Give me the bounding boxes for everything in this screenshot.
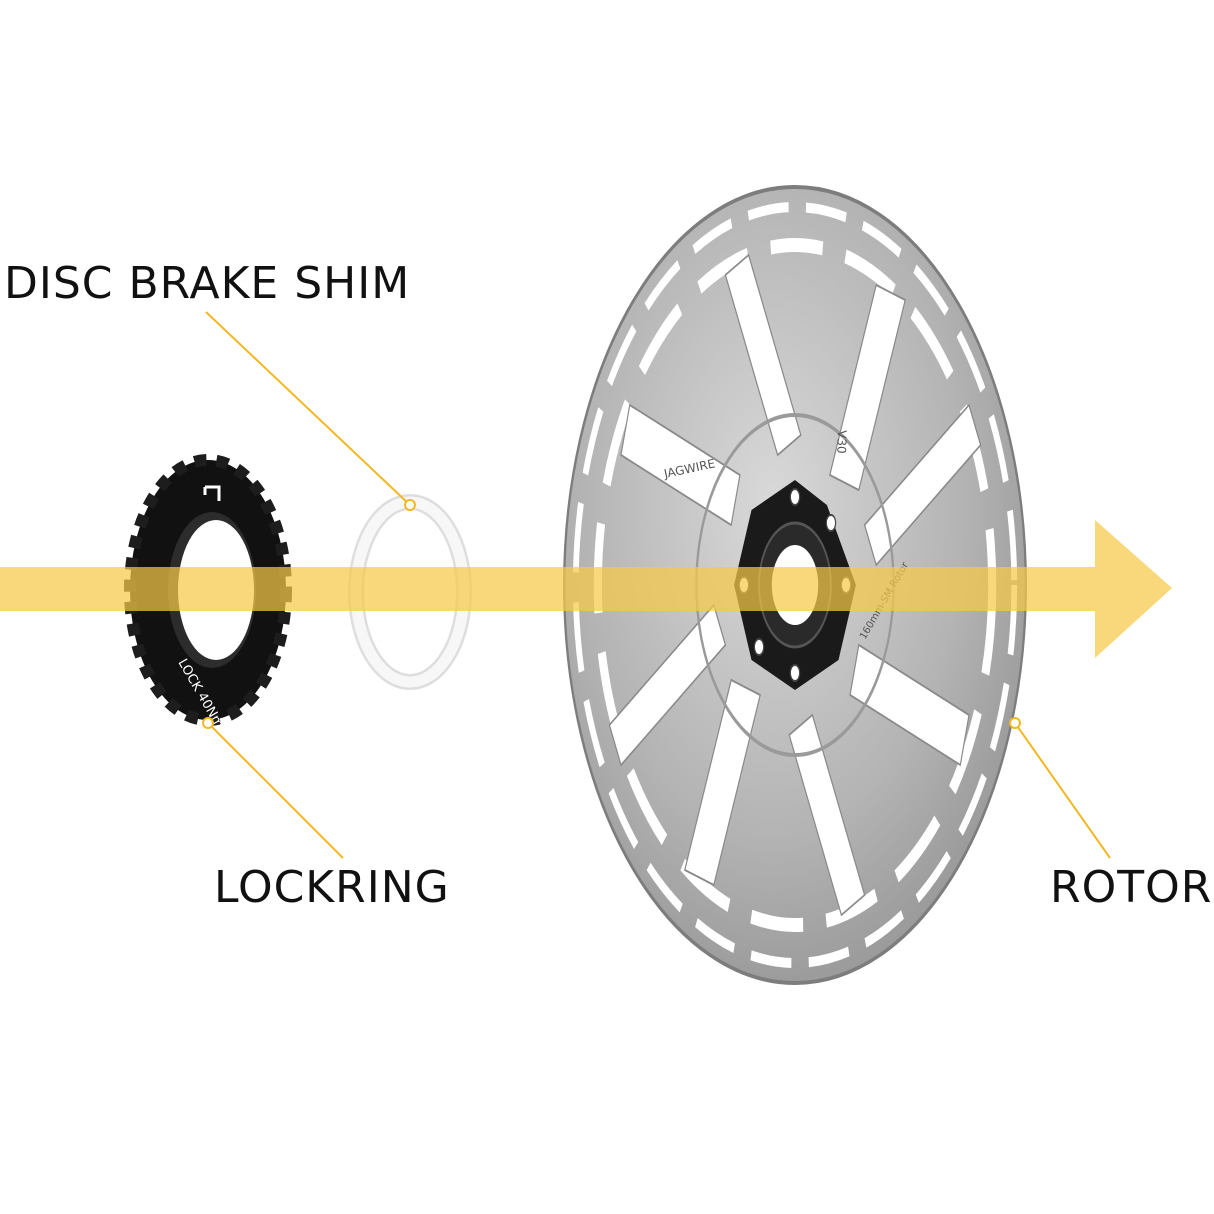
rotor-anchor-dot (1009, 717, 1021, 729)
shim-label: DISC BRAKE SHIM (4, 258, 411, 309)
rotor-model-engraving: V30 (834, 430, 849, 454)
rotor-leader-line (1014, 722, 1111, 859)
lockring-anchor-dot (202, 717, 214, 729)
direction-arrow (0, 520, 1172, 658)
shim-anchor-dot (404, 499, 416, 511)
rotor-label: ROTOR (1050, 862, 1213, 913)
lockring-logo-icon (203, 485, 221, 501)
shim-leader-line (205, 311, 411, 506)
lockring-label: LOCKRING (214, 862, 450, 913)
lockring-leader-line (207, 722, 344, 859)
